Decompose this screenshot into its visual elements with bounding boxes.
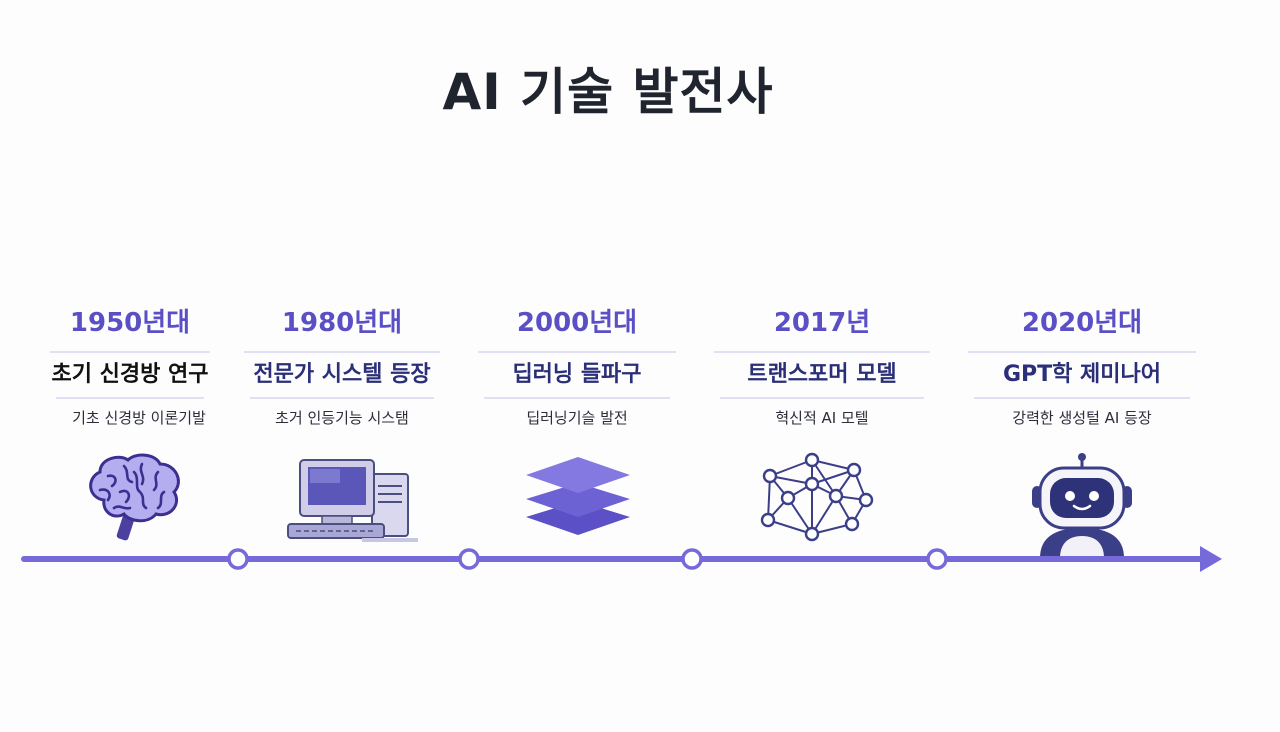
layers-icon xyxy=(526,457,630,535)
divider xyxy=(974,397,1190,399)
era-headline: GPT학 제미나어 xyxy=(1002,362,1162,387)
page-title: AI 기술 발전사 xyxy=(442,63,774,121)
divider xyxy=(250,397,434,399)
era-1950s: 1950년대 초기 신경방 연구 기초 신경방 이론기발 xyxy=(50,305,210,437)
era-description: 딥러닝기슬 발전 xyxy=(526,409,628,427)
divider xyxy=(968,351,1196,353)
era-headline: 전문가 시스텔 등장 xyxy=(253,362,431,387)
era-year: 1950년대 xyxy=(69,308,191,338)
era-2020s: 2020년대 GPT학 제미나어 강력한 생성털 AI 등장 xyxy=(968,305,1196,437)
era-1980s: 1980년대 전문가 시스텔 등장 초거 인등기능 시스탬 xyxy=(244,305,440,437)
timeline-marker xyxy=(227,548,249,570)
brain-icon xyxy=(89,453,180,541)
era-description: 초거 인등기능 시스탬 xyxy=(275,409,409,427)
era-2017: 2017년 트랜스포머 모델 혁신적 AI 모텔 xyxy=(714,305,930,437)
timeline-marker xyxy=(458,548,480,570)
era-year: 2020년대 xyxy=(1021,308,1143,338)
divider xyxy=(714,351,930,353)
divider xyxy=(244,351,440,353)
era-description: 혁신적 AI 모텔 xyxy=(775,409,869,427)
divider xyxy=(484,397,670,399)
divider xyxy=(50,351,210,353)
divider xyxy=(720,397,924,399)
robot-icon xyxy=(1032,453,1132,558)
era-headline: 트랜스포머 모델 xyxy=(747,362,897,387)
era-year: 2000년대 xyxy=(516,308,638,338)
divider xyxy=(478,351,676,353)
era-year: 2017년 xyxy=(773,308,871,338)
era-description: 기초 신경방 이론기발 xyxy=(72,409,206,427)
divider xyxy=(56,397,204,399)
timeline-marker xyxy=(681,548,703,570)
era-2000s: 2000년대 딥러닝 들파구 딥러닝기슬 발전 xyxy=(478,305,676,437)
era-description: 강력한 생성털 AI 등장 xyxy=(1012,409,1152,427)
era-year: 1980년대 xyxy=(281,308,403,338)
era-headline: 초기 신경방 연구 xyxy=(51,362,209,387)
computer-icon xyxy=(287,459,418,542)
era-headline: 딥러닝 들파구 xyxy=(512,362,642,387)
timeline-marker xyxy=(926,548,948,570)
neural-network-icon xyxy=(760,452,874,542)
